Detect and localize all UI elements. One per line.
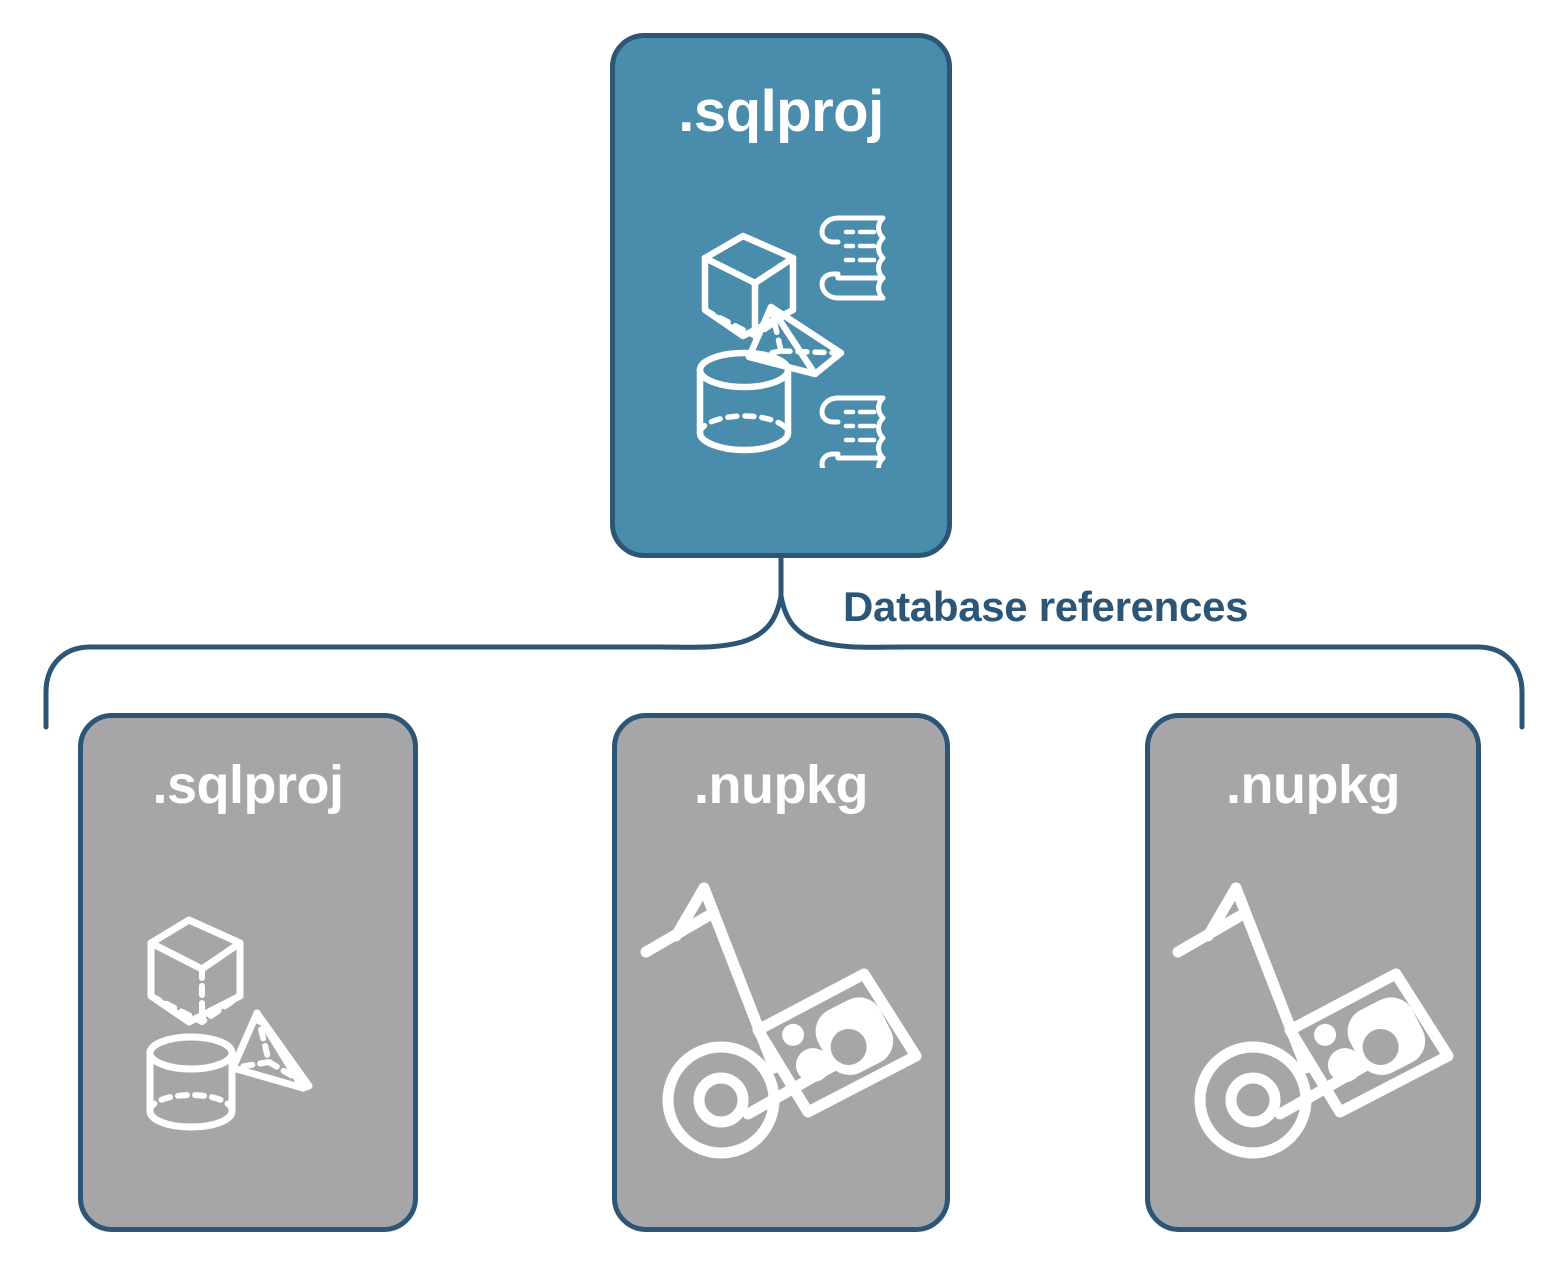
- truck-crossbar: [640, 910, 714, 958]
- node-nupkg-reference-1[interactable]: .nupkg: [612, 713, 950, 1232]
- connector-left-sweep: [87, 593, 784, 650]
- connector-right-endcap: [1475, 644, 1525, 730]
- cylinder-icon: [696, 349, 792, 454]
- connector-left-endcap: [43, 644, 93, 730]
- cube-icon: [147, 916, 244, 1026]
- node-nupkg-reference-2[interactable]: .nupkg: [1145, 713, 1481, 1232]
- icon-wrap: [83, 848, 413, 1208]
- package-box: [752, 968, 922, 1118]
- edge-label-database-references: Database references: [843, 583, 1249, 630]
- icon-wrap: [617, 848, 945, 1208]
- pyramid-icon: [229, 1009, 313, 1092]
- node-title: .sqlproj: [152, 755, 344, 815]
- root-node-icon-group: [696, 215, 886, 468]
- truck-wheel: [662, 1041, 780, 1159]
- nuget-glyph-cutouts: [830, 1028, 867, 1065]
- truck-wheel: [1194, 1041, 1312, 1159]
- pyramid-icon: [745, 303, 845, 378]
- node-sqlproj-root[interactable]: .sqlproj: [610, 33, 952, 558]
- shapes-icon: [146, 916, 313, 1131]
- node-title: .nupkg: [1226, 755, 1400, 815]
- icon-wrap: [1150, 848, 1476, 1208]
- hand-truck-package-icon: [1172, 882, 1454, 1159]
- node-title: .nupkg: [694, 755, 868, 815]
- node-sqlproj-reference[interactable]: .sqlproj: [78, 713, 418, 1232]
- truck-crossbar: [1172, 910, 1246, 958]
- package-box: [1284, 968, 1454, 1118]
- scroll-icon: [819, 215, 886, 301]
- node-title: .sqlproj: [678, 79, 884, 144]
- nuget-glyph-cutouts: [1362, 1028, 1399, 1065]
- cylinder-icon: [146, 1033, 236, 1131]
- scroll-icon: [819, 395, 886, 468]
- hand-truck-package-icon: [640, 882, 922, 1159]
